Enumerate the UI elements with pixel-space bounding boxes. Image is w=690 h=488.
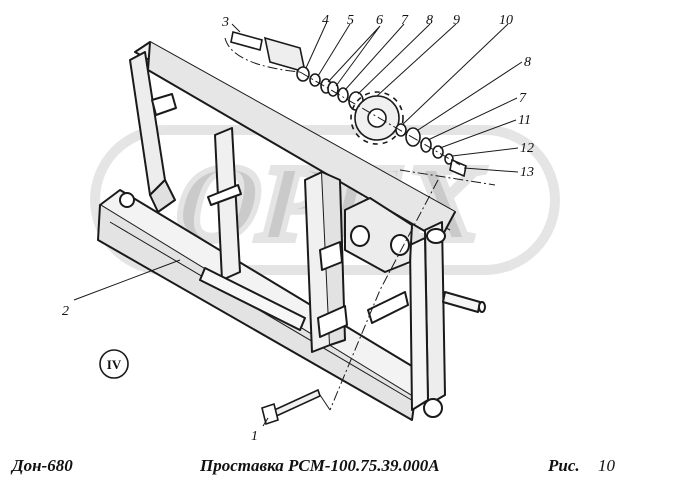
callout-6: 6: [376, 13, 383, 28]
bolt-head-1: [261, 402, 279, 426]
footer-figure-number: 10: [598, 456, 615, 475]
section-marker: IV: [99, 349, 129, 379]
footer-model: Дон-680: [12, 456, 73, 475]
callout-12: 12: [520, 141, 534, 156]
bolt-part-1: [269, 388, 321, 420]
footer-title: Проставка РСМ-100.75.39.000А: [200, 456, 440, 475]
callout-4: 4: [322, 13, 329, 28]
sprocket-9: [350, 91, 404, 145]
callout-8b: 8: [524, 55, 531, 70]
ring-10: [395, 123, 407, 137]
callout-3: 3: [221, 15, 229, 30]
frame-assembly: [97, 41, 486, 421]
leader-lines: [73, 23, 523, 427]
housing-part: [263, 36, 307, 74]
callout-9: 9: [453, 13, 460, 28]
exploded-parts: [230, 31, 467, 426]
ring-5: [309, 73, 321, 87]
center-lines: [224, 37, 496, 411]
callout-8: 8: [426, 13, 433, 28]
callout-1: 1: [251, 429, 258, 444]
callout-13: 13: [520, 165, 534, 180]
bolt-part-3: [230, 31, 263, 51]
washer-11: [432, 145, 444, 159]
footer-figure-label: Рис.: [548, 456, 580, 475]
callout-7b: 7: [519, 91, 527, 106]
nut-13: [449, 158, 467, 178]
callout-10: 10: [499, 13, 513, 28]
callout-7: 7: [401, 13, 409, 28]
callout-5: 5: [347, 13, 354, 28]
section-marker-label: IV: [107, 357, 122, 372]
callout-11: 11: [518, 113, 531, 128]
ring-6b: [327, 81, 339, 97]
callout-labels: 1 2 3 4 5 6 7 8 9 10 8 7 11 12 13: [62, 13, 534, 444]
ring-7: [337, 87, 349, 103]
bearing-8b: [405, 127, 421, 147]
callout-2: 2: [62, 304, 69, 319]
